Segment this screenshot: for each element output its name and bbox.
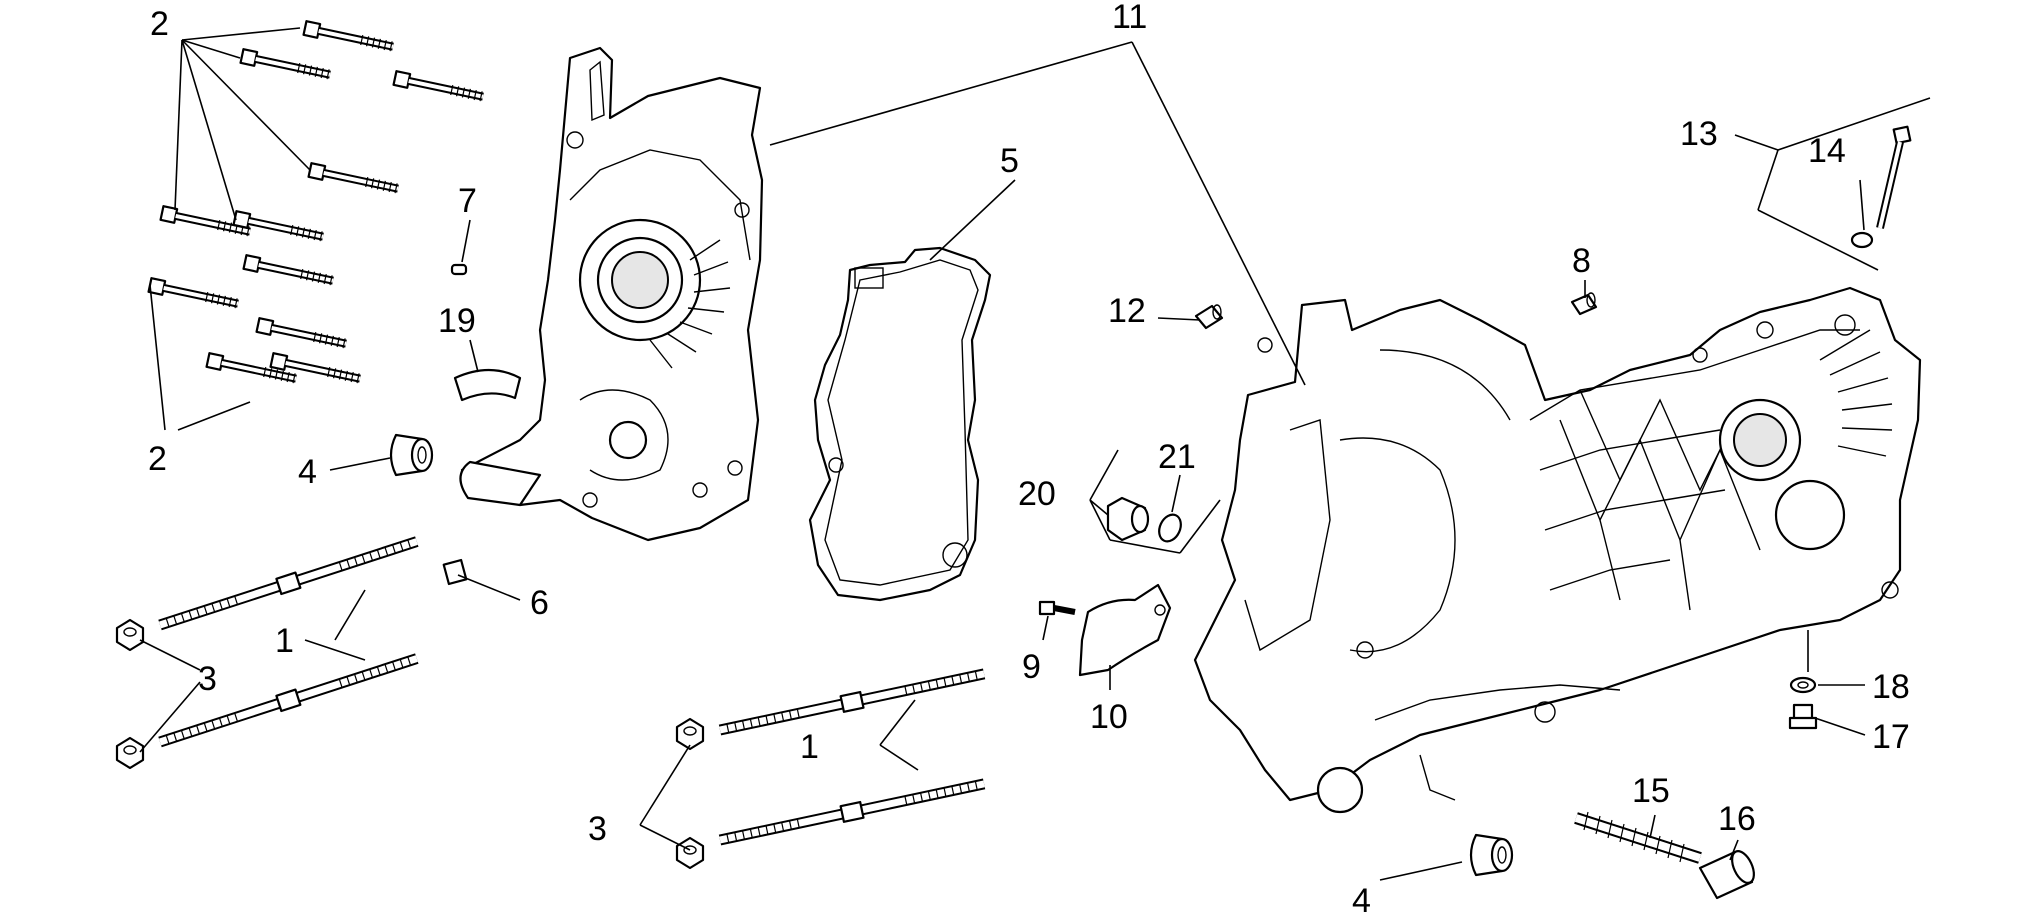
bolt-set-2 bbox=[149, 21, 485, 385]
gasket-5 bbox=[808, 246, 992, 602]
callout-7: 7 bbox=[458, 182, 477, 220]
callout-13: 13 bbox=[1680, 115, 1718, 153]
silent-block-4-left bbox=[389, 433, 434, 477]
callout-9: 9 bbox=[1022, 648, 1041, 686]
callout-8: 8 bbox=[1572, 242, 1591, 280]
callout-15: 15 bbox=[1632, 772, 1670, 810]
callout-16: 16 bbox=[1718, 800, 1756, 838]
callout-3-middle: 3 bbox=[588, 810, 607, 848]
nuts-3-left bbox=[115, 618, 145, 770]
left-crankcase-half bbox=[459, 46, 764, 542]
callout-11: 11 bbox=[1112, 0, 1147, 36]
callout-1-middle: 1 bbox=[800, 728, 819, 766]
bolt-13 bbox=[1876, 125, 1912, 229]
callout-labels: 1 1 2 2 3 3 4 4 5 6 7 8 9 10 11 12 13 14… bbox=[148, 0, 1910, 914]
bracket-10 bbox=[1078, 583, 1172, 677]
washer-18 bbox=[1789, 676, 1817, 694]
callout-19: 19 bbox=[438, 302, 476, 340]
right-crankcase-half bbox=[1193, 286, 1922, 814]
leader-lines-2 bbox=[149, 27, 311, 431]
bush-6 bbox=[442, 558, 468, 586]
callout-6: 6 bbox=[530, 584, 549, 622]
callout-14: 14 bbox=[1808, 132, 1846, 170]
screw-9 bbox=[1038, 600, 1076, 616]
leader-lines bbox=[139, 41, 1931, 881]
bearing-shell-19 bbox=[453, 368, 522, 402]
callout-4-right: 4 bbox=[1352, 882, 1371, 914]
callout-2-top: 2 bbox=[150, 5, 169, 43]
plunger-16 bbox=[1698, 850, 1755, 900]
callout-17: 17 bbox=[1872, 718, 1910, 756]
callout-2-bottom: 2 bbox=[148, 440, 167, 478]
callout-21: 21 bbox=[1158, 438, 1196, 476]
plug-20 bbox=[1106, 496, 1150, 542]
studs-1-middle bbox=[718, 666, 985, 848]
o-ring-21 bbox=[1158, 513, 1182, 543]
dowel-12 bbox=[1194, 304, 1224, 330]
silent-block-4-right bbox=[1469, 833, 1514, 877]
plug-17 bbox=[1788, 703, 1818, 730]
callout-12: 12 bbox=[1108, 292, 1146, 330]
washer-14 bbox=[1850, 231, 1874, 249]
callout-18: 18 bbox=[1872, 668, 1910, 706]
callout-5: 5 bbox=[1000, 142, 1019, 180]
callout-4-left: 4 bbox=[298, 453, 317, 491]
callout-10: 10 bbox=[1090, 698, 1128, 736]
dowel-pin-7 bbox=[450, 263, 468, 276]
dowel-8 bbox=[1570, 292, 1598, 316]
spring-15 bbox=[1574, 811, 1702, 864]
callout-20: 20 bbox=[1018, 475, 1056, 513]
callout-1-left: 1 bbox=[275, 622, 294, 660]
callout-3-left: 3 bbox=[198, 660, 217, 698]
